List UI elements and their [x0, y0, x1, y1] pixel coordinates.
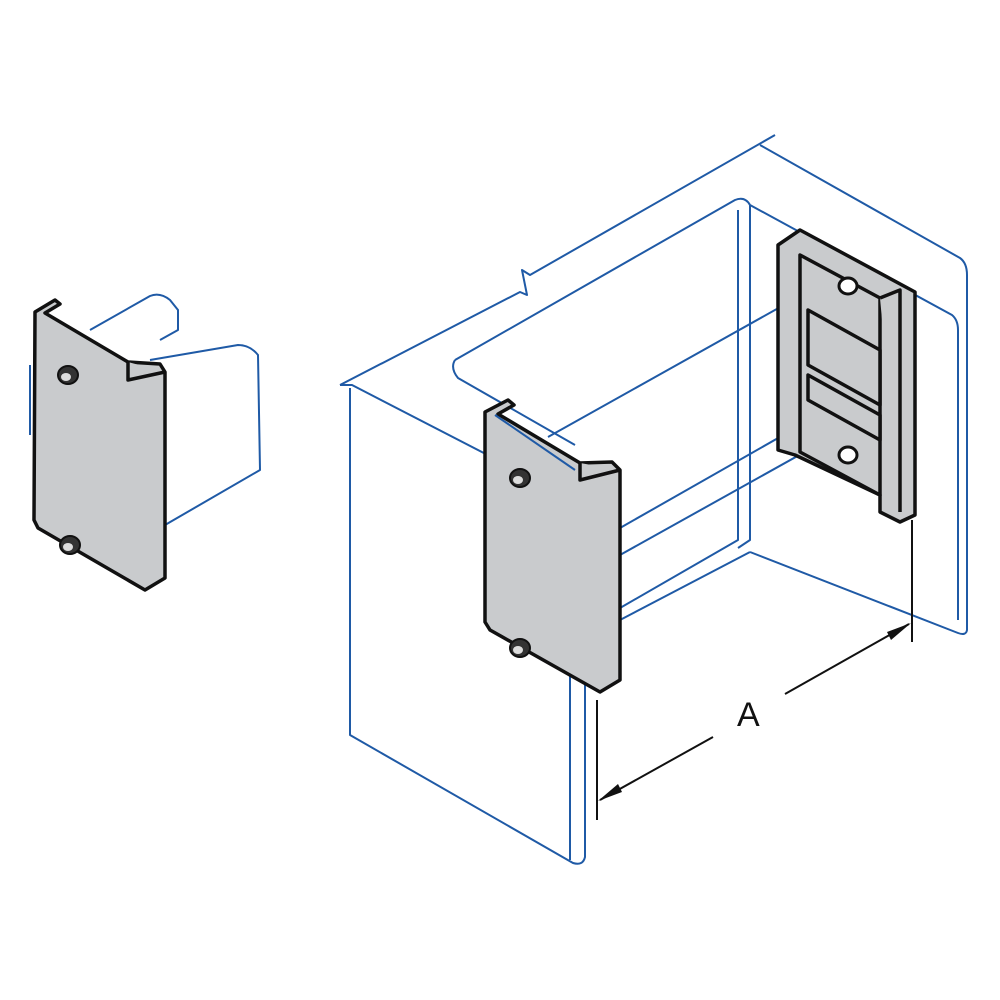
arrowhead-icon	[887, 623, 911, 640]
dimension-label: A	[737, 696, 760, 734]
enclosure-outline	[339, 134, 968, 865]
front-blank-plate	[483, 398, 622, 694]
screw-icon	[509, 468, 531, 488]
mounting-hole-icon	[837, 276, 859, 296]
screw-icon	[59, 535, 81, 555]
arrowhead-icon	[598, 784, 622, 801]
screw-icon	[509, 638, 531, 658]
left-blank-plate	[32, 298, 167, 592]
dimension-a: A	[596, 520, 913, 820]
mounting-hole-icon	[837, 445, 859, 465]
rear-channel-bracket	[776, 228, 917, 524]
screw-icon	[57, 365, 79, 385]
